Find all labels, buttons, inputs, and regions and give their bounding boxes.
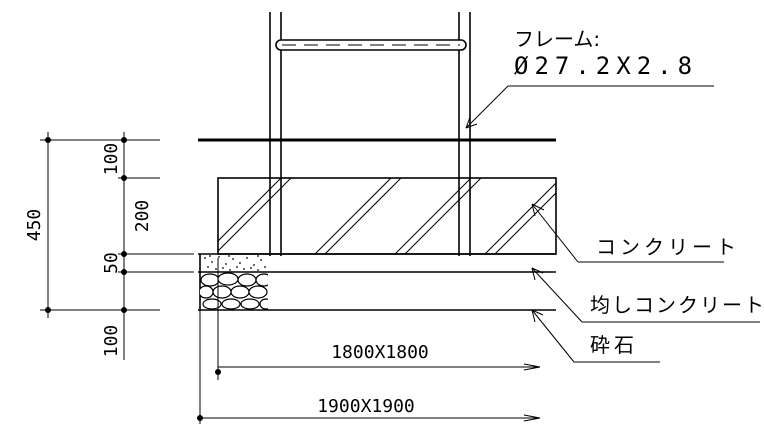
frame-title: フレーム: xyxy=(514,27,600,51)
dim-leveling-50: 50 xyxy=(101,252,122,274)
crushed-stone-label: 砕石 xyxy=(590,333,638,357)
dimension-dots xyxy=(45,137,221,421)
concrete-label: コンクリート xyxy=(596,235,740,259)
dim-total-depth: 450 xyxy=(24,209,45,242)
frame-rail xyxy=(275,39,467,51)
bottom-dimension-lines xyxy=(199,258,541,424)
dim-concrete-200: 200 xyxy=(132,200,153,233)
concrete-block xyxy=(217,177,557,255)
dim-gravel-100: 100 xyxy=(101,325,122,358)
frame-leader xyxy=(465,85,714,129)
concrete-leader xyxy=(531,203,724,263)
dim-inner-size: 1800X1800 xyxy=(331,342,429,363)
frame-spec: Ø27.2X2.8 xyxy=(514,52,698,80)
leveling-leader xyxy=(531,267,760,323)
crushed-stone-leader xyxy=(531,309,660,363)
dim-outer-size: 1900X1900 xyxy=(317,396,415,417)
leveling-concrete-label: 均しコンクリート xyxy=(590,293,764,317)
crushed-stone-layer xyxy=(198,272,556,311)
dim-top-100: 100 xyxy=(101,143,122,176)
leveling-concrete-layer xyxy=(198,253,556,273)
